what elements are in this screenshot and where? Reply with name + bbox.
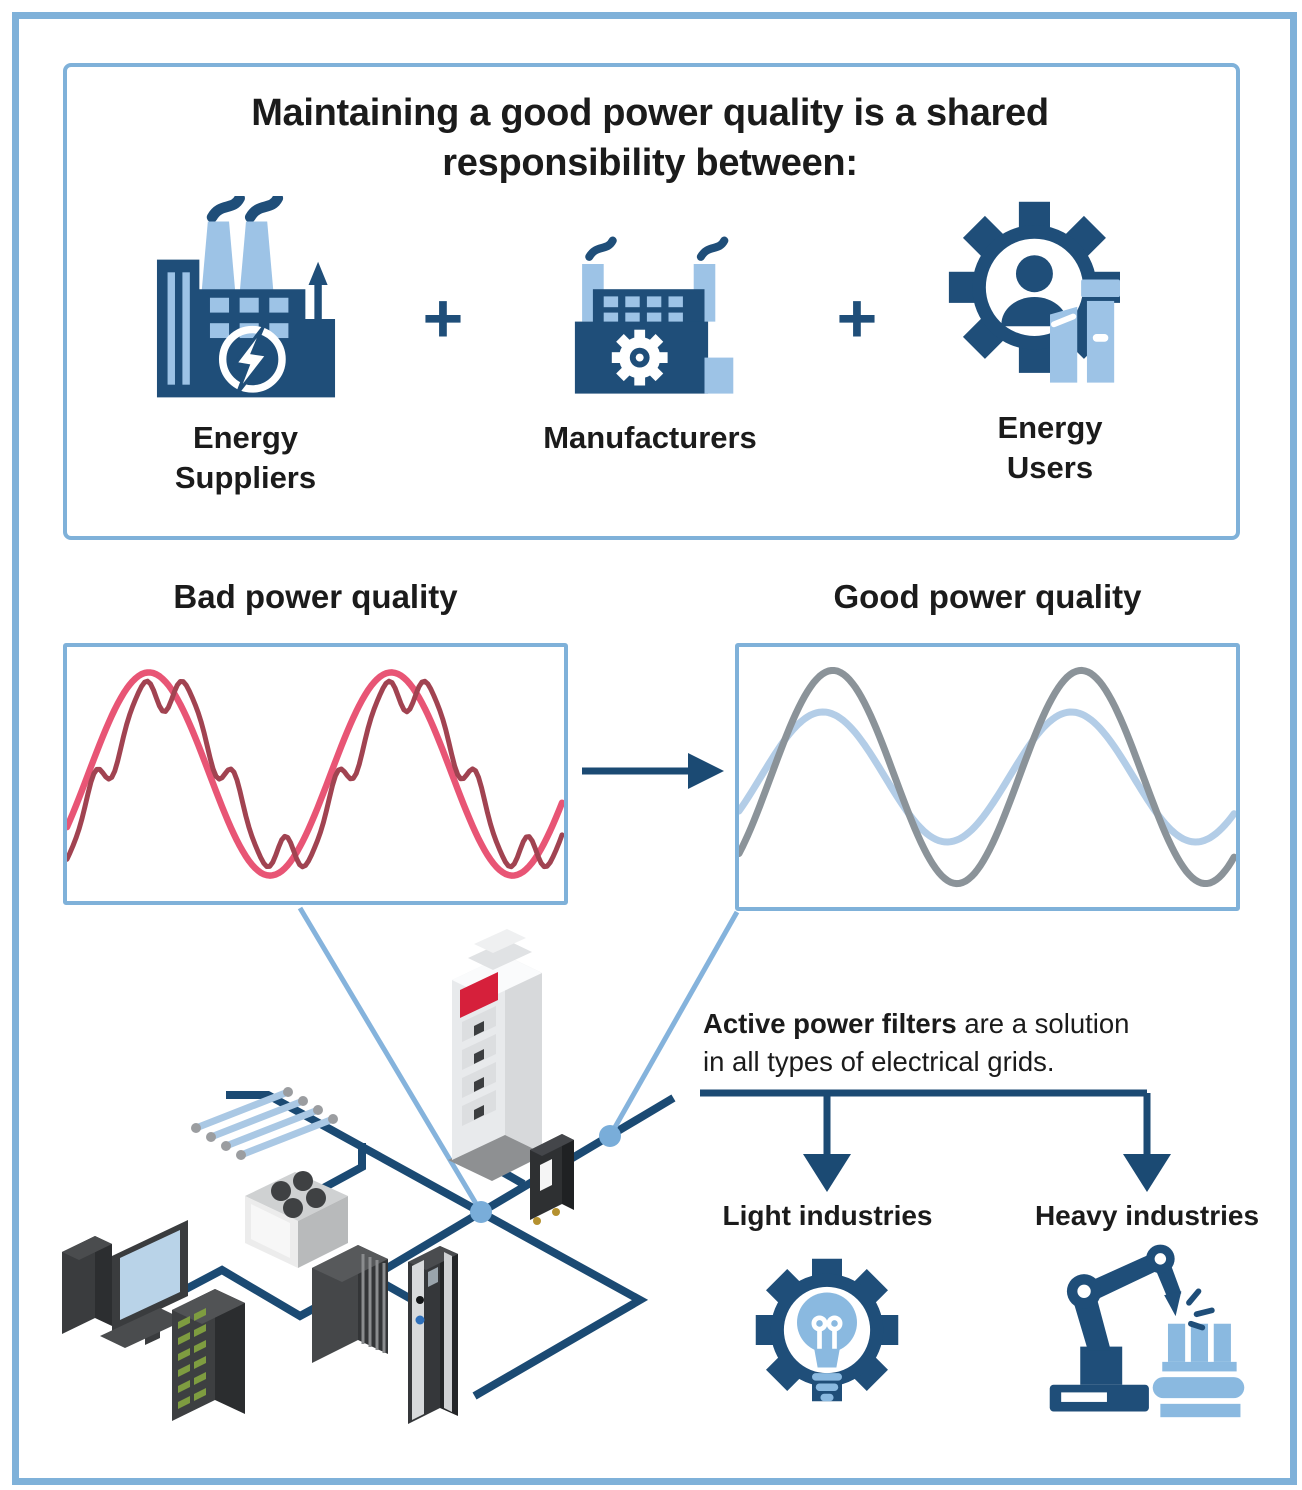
gear-lightbulb-icon bbox=[755, 1258, 899, 1402]
fundamental-wave bbox=[67, 669, 564, 879]
plus-sign: + bbox=[422, 279, 464, 357]
page-title-line1: Maintaining a good power quality is a sh… bbox=[251, 92, 1049, 134]
entity-manufacturers: Manufacturers bbox=[505, 228, 795, 458]
electrical-cabinet bbox=[312, 1245, 388, 1363]
down-arrow-icon bbox=[803, 1154, 851, 1192]
bad-waveform-chart bbox=[67, 669, 564, 879]
robot-arm-icon bbox=[1049, 1244, 1245, 1418]
page-title-line2: responsibility between: bbox=[442, 142, 858, 185]
bad-power-quality-heading: Bad power quality bbox=[173, 578, 458, 615]
gear-glyph bbox=[611, 329, 668, 386]
filter-drawers bbox=[462, 1006, 496, 1126]
grid-node-dot bbox=[470, 1201, 492, 1223]
desktop-computer bbox=[62, 1220, 188, 1348]
good-waveform-panel bbox=[735, 643, 1240, 911]
ev-charger bbox=[408, 1246, 458, 1424]
gear-person-icon bbox=[948, 201, 1120, 383]
light-industries-label: Light industries bbox=[722, 1200, 933, 1231]
active-power-filters-text: Active power filters are a solution in a… bbox=[703, 1005, 1183, 1081]
solution-bold-text: Active power filters bbox=[703, 1008, 957, 1039]
entity-label-manufacturers: Manufacturers bbox=[543, 420, 757, 455]
sparks-glyph bbox=[1186, 1288, 1215, 1331]
good-wave-connector-line bbox=[607, 910, 740, 1138]
person-glyph bbox=[1015, 255, 1053, 293]
active-power-filter-cabinet bbox=[448, 929, 548, 1181]
bad-waveform-panel bbox=[63, 643, 568, 905]
entity-label-energy-suppliers: Energy Suppliers bbox=[174, 420, 317, 495]
solution-line2-text: in all types of electrical grids. bbox=[703, 1045, 1055, 1077]
down-arrow-icon bbox=[1123, 1154, 1171, 1192]
voltage-wave bbox=[739, 666, 1236, 888]
solution-rest-text: are a solution bbox=[956, 1008, 1130, 1039]
page-title: Maintaining a good power quality is a sh… bbox=[100, 88, 1200, 188]
heavy-industries-label: Heavy industries bbox=[1034, 1200, 1260, 1231]
lightbulb-glyph bbox=[797, 1292, 857, 1402]
distorted-wave bbox=[67, 678, 564, 870]
factory-gear-icon bbox=[574, 236, 733, 394]
entity-energy-suppliers: Energy Suppliers bbox=[118, 196, 373, 497]
buildings-glyph bbox=[1050, 279, 1120, 383]
branch-connector bbox=[700, 1089, 1171, 1192]
filter-red-panel bbox=[460, 972, 498, 1018]
entity-energy-users: Energy Users bbox=[920, 200, 1180, 487]
workpiece-glyph bbox=[1152, 1323, 1245, 1418]
shared-responsibility-panel bbox=[63, 63, 1240, 540]
fluorescent-tubes bbox=[191, 1087, 338, 1160]
good-waveform-chart bbox=[739, 666, 1236, 888]
right-arrow-icon bbox=[582, 753, 724, 789]
electrical-grid-illustration bbox=[62, 906, 1171, 1424]
hvac-unit bbox=[245, 1171, 348, 1268]
good-power-quality-heading: Good power quality bbox=[833, 578, 1142, 615]
entity-label-energy-users: Energy Users bbox=[997, 410, 1103, 485]
plus-sign: + bbox=[836, 279, 878, 357]
led-server-rack bbox=[172, 1289, 245, 1421]
factory-lightning-icon bbox=[156, 196, 335, 398]
current-sensor bbox=[530, 1134, 574, 1225]
grid-node-dot bbox=[599, 1125, 621, 1147]
